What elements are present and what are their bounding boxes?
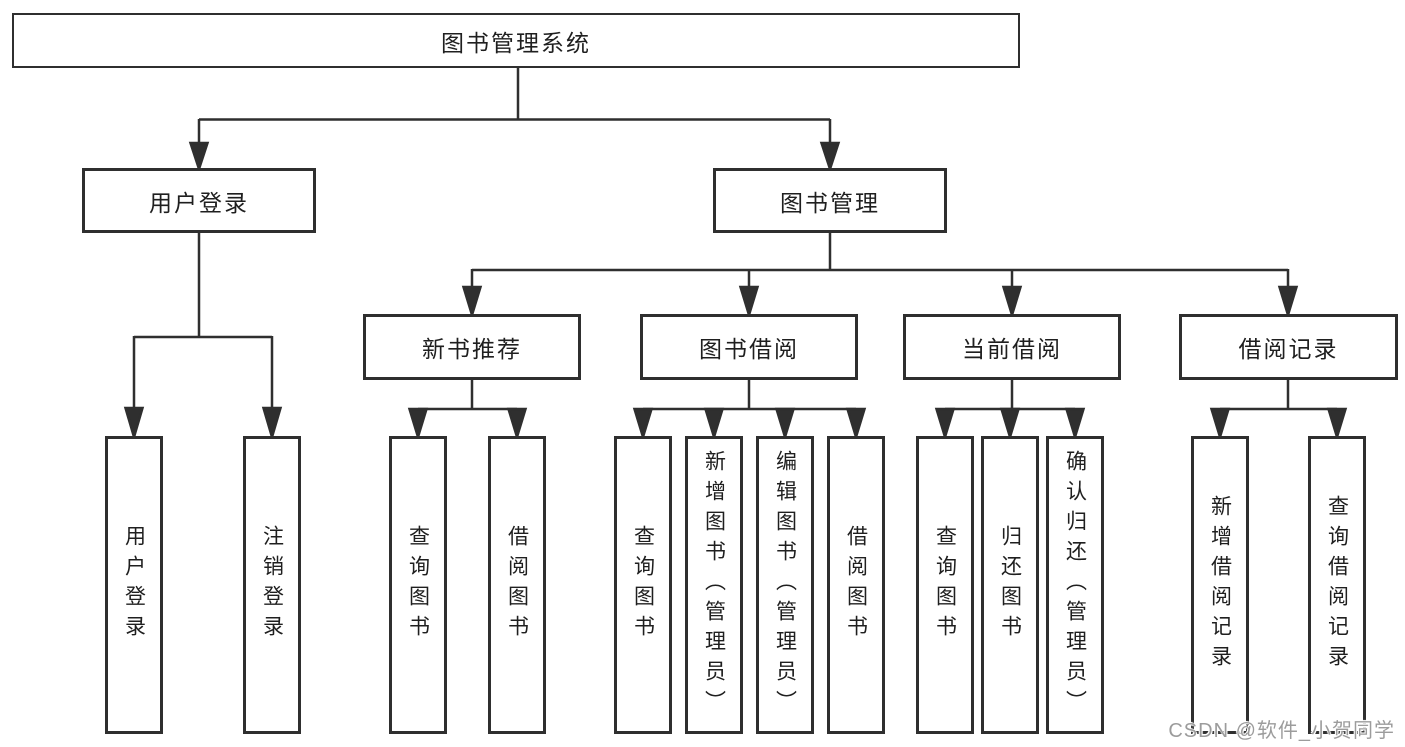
node-query-borrow-record: 查询借阅记录: [1308, 436, 1366, 734]
node-query-books-2: 查询图书: [614, 436, 672, 734]
arrowhead: [1326, 407, 1348, 442]
arrowhead: [632, 407, 654, 442]
node-user-login-leaf: 用户登录: [105, 436, 163, 734]
node-confirm-return-admin: 确认归还（管理员）: [1046, 436, 1104, 734]
arrowhead: [506, 407, 528, 442]
arrowhead: [934, 407, 956, 442]
arrowhead: [188, 141, 210, 174]
arrowhead: [1001, 285, 1023, 320]
node-book-borrowing: 图书借阅: [640, 314, 858, 380]
arrowhead: [738, 285, 760, 320]
node-label: 查询图书: [631, 525, 655, 645]
node-label: 查询图书: [933, 525, 957, 645]
node-user-login: 用户登录: [82, 168, 316, 233]
arrowhead: [999, 407, 1021, 442]
node-logout-leaf: 注销登录: [243, 436, 301, 734]
node-label: 借阅图书: [844, 525, 868, 645]
node-return-books: 归还图书: [981, 436, 1039, 734]
arrowhead: [461, 285, 483, 320]
arrowhead: [774, 407, 796, 442]
node-label: 当前借阅: [962, 336, 1062, 362]
csdn-watermark: CSDN @软件_小贺同学: [1168, 720, 1395, 742]
node-label: 图书管理系统: [441, 29, 591, 56]
node-query-books-1: 查询图书: [389, 436, 447, 734]
arrowhead: [261, 406, 283, 442]
node-library-management-system: 图书管理系统: [12, 13, 1020, 68]
node-query-books-3: 查询图书: [916, 436, 974, 734]
node-label: 借阅记录: [1238, 336, 1339, 362]
node-label: 新增借阅记录: [1208, 495, 1232, 675]
arrowhead: [1064, 407, 1086, 442]
node-borrowing-records: 借阅记录: [1179, 314, 1398, 380]
node-label: 用户登录: [149, 189, 249, 216]
node-new-book-recommend: 新书推荐: [363, 314, 581, 380]
node-label: 编辑图书（管理员）: [773, 450, 797, 720]
node-borrow-books-2: 借阅图书: [827, 436, 885, 734]
arrowhead: [123, 406, 145, 442]
node-label: 注销登录: [260, 525, 284, 645]
node-add-books-admin: 新增图书（管理员）: [685, 436, 743, 734]
node-label: 图书借阅: [699, 336, 799, 362]
node-label: 新书推荐: [422, 336, 522, 362]
node-add-borrow-record: 新增借阅记录: [1191, 436, 1249, 734]
node-label: 借阅图书: [505, 525, 529, 645]
node-current-borrowing: 当前借阅: [903, 314, 1121, 380]
node-label: 新增图书（管理员）: [702, 450, 726, 720]
node-book-management: 图书管理: [713, 168, 947, 233]
node-label: 图书管理: [780, 189, 880, 216]
arrowhead: [703, 407, 725, 442]
node-label: 用户登录: [122, 525, 146, 645]
node-label: 归还图书: [998, 525, 1022, 645]
node-label: 确认归还（管理员）: [1063, 450, 1087, 720]
arrowhead: [819, 141, 841, 174]
node-label: 查询图书: [406, 525, 430, 645]
arrowhead: [845, 407, 867, 442]
node-edit-books-admin: 编辑图书（管理员）: [756, 436, 814, 734]
arrowhead: [407, 407, 429, 442]
node-label: 查询借阅记录: [1325, 495, 1349, 675]
arrowhead: [1209, 407, 1231, 442]
arrowhead: [1277, 285, 1299, 320]
node-borrow-books-1: 借阅图书: [488, 436, 546, 734]
